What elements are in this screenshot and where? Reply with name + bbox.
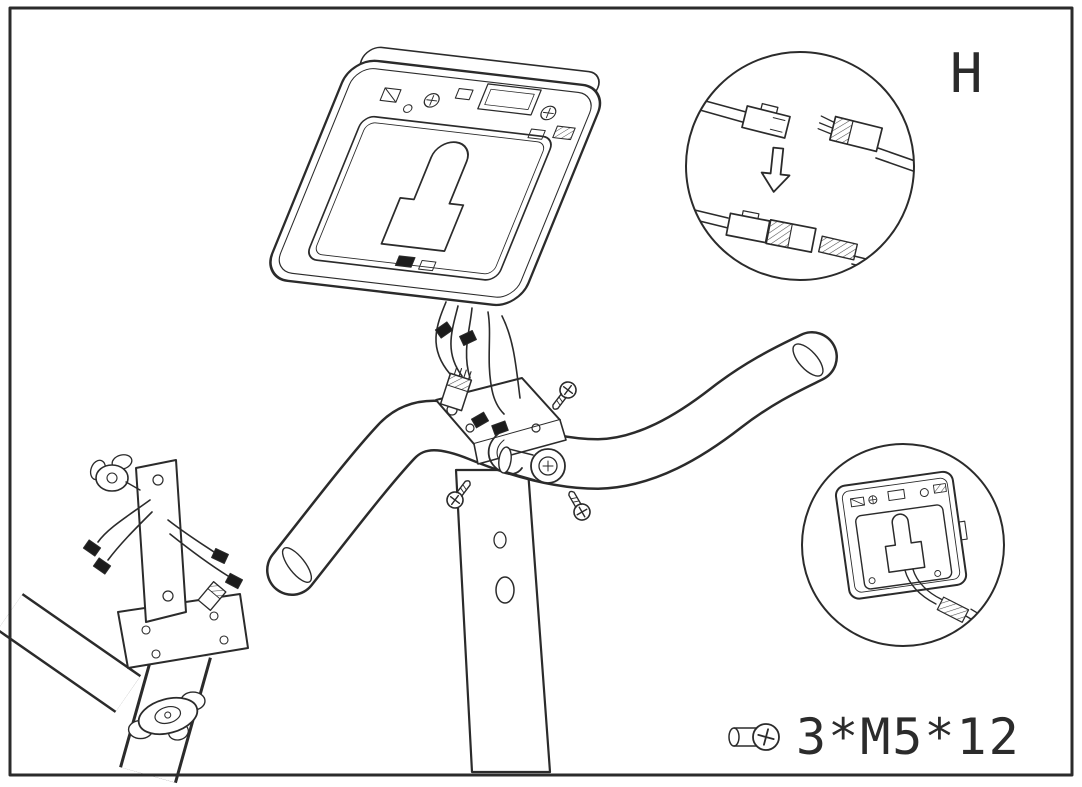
- keyhole-slot-small: [884, 513, 926, 573]
- cable-line: [904, 568, 943, 605]
- male-connector: [817, 115, 884, 153]
- cable-line: [450, 305, 463, 377]
- cable-line: [501, 315, 521, 399]
- cable-line: [686, 93, 747, 124]
- stem-post: [454, 468, 552, 774]
- down-arrow-icon: [760, 146, 791, 193]
- cable-connector: [434, 321, 454, 339]
- back-screw: [423, 93, 440, 108]
- page-border: [8, 6, 1074, 777]
- male-connector-mated: [765, 218, 817, 254]
- step-label: H: [950, 42, 984, 105]
- back-screw: [540, 105, 557, 121]
- side-tab: [958, 520, 968, 541]
- cable-connector: [211, 548, 229, 564]
- multipin-connector: [197, 581, 227, 611]
- cable-sleeve: [936, 596, 970, 623]
- port-slot: [527, 128, 546, 140]
- cable-line: [107, 511, 153, 561]
- console-back-rim: [278, 68, 592, 298]
- label-window: [477, 83, 542, 116]
- mount-screw: [562, 486, 594, 524]
- bracket-hole: [531, 423, 541, 433]
- console-unit: [269, 46, 602, 307]
- cable-line: [167, 519, 215, 553]
- mount-screw: [546, 377, 581, 415]
- left-stem-detail: [0, 454, 249, 784]
- cable-line: [97, 499, 151, 543]
- hardware-spec: 3*M5*12: [728, 708, 1021, 766]
- port-slot: [454, 88, 474, 101]
- console-cables: [434, 301, 521, 436]
- post-cable-hole: [495, 576, 515, 604]
- cable-socket: [418, 260, 437, 272]
- bracket-hole: [162, 590, 174, 602]
- cable-connector: [491, 420, 509, 436]
- adjust-knob: [498, 446, 566, 484]
- cable-connector: [459, 330, 477, 346]
- cable-line: [965, 608, 1004, 639]
- post-tube: [454, 468, 552, 774]
- cable-line: [169, 533, 229, 577]
- cable-connector: [92, 557, 112, 575]
- post-bolt-hole: [493, 531, 507, 549]
- console-back-callout: [801, 443, 1005, 647]
- cable-line: [435, 301, 451, 375]
- left-grip-cap: [281, 547, 313, 583]
- callout-circle: [801, 443, 1005, 647]
- cable-line: [875, 147, 914, 173]
- connector-joining-callout: [685, 51, 915, 281]
- back-screw: [402, 104, 413, 113]
- cable-sleeve: [817, 235, 859, 261]
- cable-line: [487, 311, 505, 415]
- cable-socket: [394, 255, 416, 268]
- cable-connector: [82, 539, 102, 557]
- battery-door: [379, 87, 402, 103]
- female-connector-mated: [725, 210, 771, 244]
- console-keyhole-slot: [380, 141, 469, 252]
- cable-connector: [470, 411, 490, 429]
- multipin-connector: [439, 366, 473, 412]
- right-grip-cap: [792, 343, 824, 377]
- phillips-screw-icon: [728, 723, 780, 751]
- callout-circle: [685, 51, 915, 281]
- connector-socket: [552, 125, 576, 141]
- female-connector: [741, 102, 791, 139]
- cable-connector: [224, 572, 244, 590]
- bracket-hole: [152, 474, 164, 486]
- bracket-hole: [465, 423, 475, 433]
- t-knob-top: [89, 454, 141, 492]
- t-knob-bottom: [127, 691, 206, 741]
- hardware-spec-label: 3*M5*12: [796, 708, 1021, 766]
